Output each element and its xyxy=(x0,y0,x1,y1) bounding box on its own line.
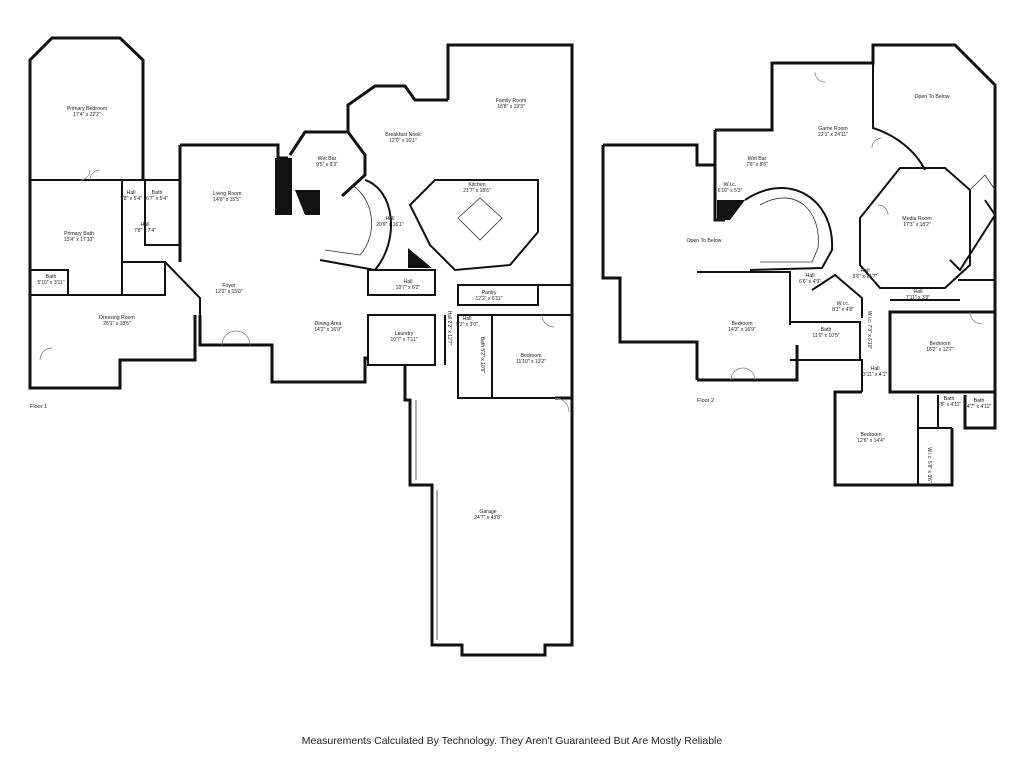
room-dims-hall: 10'7" x 6'2" xyxy=(396,285,421,291)
room-label-hall: Hall xyxy=(386,216,395,222)
room-dims-w-i-c: 6'10" x 5'3" xyxy=(718,188,743,194)
room-dims-pantry: 12'2" x 6'11" xyxy=(475,296,502,302)
room-label-dining-area: Dining Area xyxy=(315,321,342,327)
floor-1-solid-fills xyxy=(275,158,432,268)
room-label-family-room: Family Room xyxy=(496,98,527,104)
floor-2-doors xyxy=(730,71,983,381)
room-dims-hall: 5'2" x 3'0" xyxy=(456,322,478,328)
room-label-primary-bath: Primary Bath xyxy=(64,231,94,237)
room-dims-wet-bar: 7'6" x 8'6" xyxy=(746,162,768,168)
room-dims-bath: 5'8" x 4'11" xyxy=(937,402,961,408)
room-dims-bath: 11'0" x 10'5" xyxy=(812,333,839,339)
room-dims-kitchen: 21'7" x 18'6" xyxy=(463,188,491,194)
floor-1-label: Floor 1 xyxy=(30,404,47,410)
floor-1-doors xyxy=(39,169,570,413)
room-dims-dining-area: 14'2" x 16'9" xyxy=(314,327,342,333)
room-dims-w-i-c: 8'3" x 4'8" xyxy=(832,307,854,313)
room-label-bath: Bath xyxy=(821,327,832,333)
room-label-foyer: Foyer xyxy=(222,283,236,289)
room-label-hall: Hall xyxy=(914,289,923,295)
room-label-w-i-c: W.i.c. xyxy=(837,301,850,307)
room-label-living-room: Living Room xyxy=(213,191,242,197)
room-dims-hall: 7'8" x 7'4" xyxy=(134,228,156,234)
room-label-hall: Hall xyxy=(806,273,815,279)
room-dims-foyer: 12'2" x 15'0" xyxy=(215,289,243,295)
room-dims-hall: 20'9" x 16'1" xyxy=(376,222,404,228)
room-label-dressing-room: Dressing Room xyxy=(99,315,135,321)
room-dims-living-room: 14'8" x 15'5" xyxy=(213,197,241,203)
room-label-kitchen: Kitchen xyxy=(468,182,485,188)
room-label-bath: Bath xyxy=(152,190,163,196)
room-dims-hall: 6'6" x 4'9" xyxy=(799,279,821,285)
floor-2-solid-fills xyxy=(717,187,997,272)
room-label-bedroom: Bedroom xyxy=(520,353,541,359)
room-dims-laundry: 10'7" x 7'11" xyxy=(390,337,417,343)
room-label-bath: Bath xyxy=(974,398,985,404)
floor-1-walls xyxy=(28,36,574,657)
room-dims-hall: 7'8" x 5'4" xyxy=(120,196,142,202)
room-label-hall: Hall xyxy=(404,279,413,285)
room-dims-garage: 24'7" x 43'8" xyxy=(474,515,502,521)
room-dims-game-room: 22'1" x 24'11" xyxy=(818,132,848,138)
room-label-bedroom: Bedroom xyxy=(731,321,752,327)
room-label-bedroom: Bedroom xyxy=(929,341,950,347)
room-dims-bedroom: 16'2" x 12'7" xyxy=(926,347,954,353)
wic-vertical-label: W.i.c. 7'3" x 6'10" xyxy=(866,311,872,349)
room-dims-hall: 7'11" x 3'9" xyxy=(906,295,930,301)
floor-2-walls xyxy=(601,43,997,487)
room-dims-bedroom: 12'6" x 14'4" xyxy=(857,438,885,444)
room-dims-wet-bar: 9'5" x 9'3" xyxy=(316,162,338,168)
room-label-breakfast-nook: Breakfast Nook xyxy=(385,132,421,138)
floor-2-label: Floor 2 xyxy=(697,398,714,404)
room-label-hall: Hall xyxy=(141,222,150,228)
room-dims-media-room: 17'3" x 18'2" xyxy=(903,222,931,228)
room-label-laundry: Laundry xyxy=(395,331,414,337)
disclaimer-footer: Measurements Calculated By Technology. T… xyxy=(301,735,723,747)
room-label-primary-bedroom: Primary Bedroom xyxy=(67,106,107,112)
room-label-garage: Garage xyxy=(479,509,496,515)
room-dims-family-room: 18'8" x 19'3" xyxy=(497,104,525,110)
room-label-game-room: Game Room xyxy=(818,126,847,132)
room-label-bath: Bath xyxy=(944,396,955,402)
room-dims-bath: 4'7" x 4'11" xyxy=(967,404,991,410)
room-dims-bath: 6'7" x 5'4" xyxy=(146,196,168,202)
room-label-wet-bar: Wet Bar xyxy=(748,156,767,162)
room-label-open-to-below: Open To Below xyxy=(914,94,949,100)
room-label-wet-bar: Wet Bar xyxy=(318,156,337,162)
room-dims-hall: 3'11" x 4'1" xyxy=(863,372,887,378)
room-label-bath: Bath xyxy=(46,274,57,280)
room-label-hall: Hall xyxy=(127,190,136,196)
bath-vertical-label: Bath 5'2" x 10'6" xyxy=(479,337,485,374)
room-label-hall: Hall xyxy=(871,366,880,372)
room-label-media-room: Media Room xyxy=(902,216,931,222)
room-dims-bedroom: 14'3" x 16'9" xyxy=(728,327,756,333)
room-label-hall: Hall xyxy=(861,268,870,274)
room-dims-bedroom: 11'10" x 13'2" xyxy=(516,359,546,365)
room-label-w-i-c: W.i.c. xyxy=(724,182,737,188)
room-label-pantry: Pantry xyxy=(482,290,497,296)
hall-vertical-label: Hall 2'2" x 12'7" xyxy=(446,311,452,346)
room-label-hall: Hall xyxy=(463,316,472,322)
room-dims-hall: 5'6" x 14'7" xyxy=(853,274,878,280)
room-dims-bath: 5'10" x 3'11" xyxy=(37,280,64,286)
room-label-open-to-below: Open To Below xyxy=(686,238,721,244)
room-dims-primary-bath: 13'4" x 17'10" xyxy=(64,237,94,243)
wic-small-vertical-label: W.i.c. 5'8" x 3'6" xyxy=(926,447,932,483)
room-dims-primary-bedroom: 17'4" x 22'2" xyxy=(73,112,101,118)
room-dims-dressing-room: 26'1" x 18'5" xyxy=(103,321,131,327)
room-label-bedroom: Bedroom xyxy=(860,432,881,438)
room-dims-breakfast-nook: 12'0" x 16'1" xyxy=(389,138,417,144)
